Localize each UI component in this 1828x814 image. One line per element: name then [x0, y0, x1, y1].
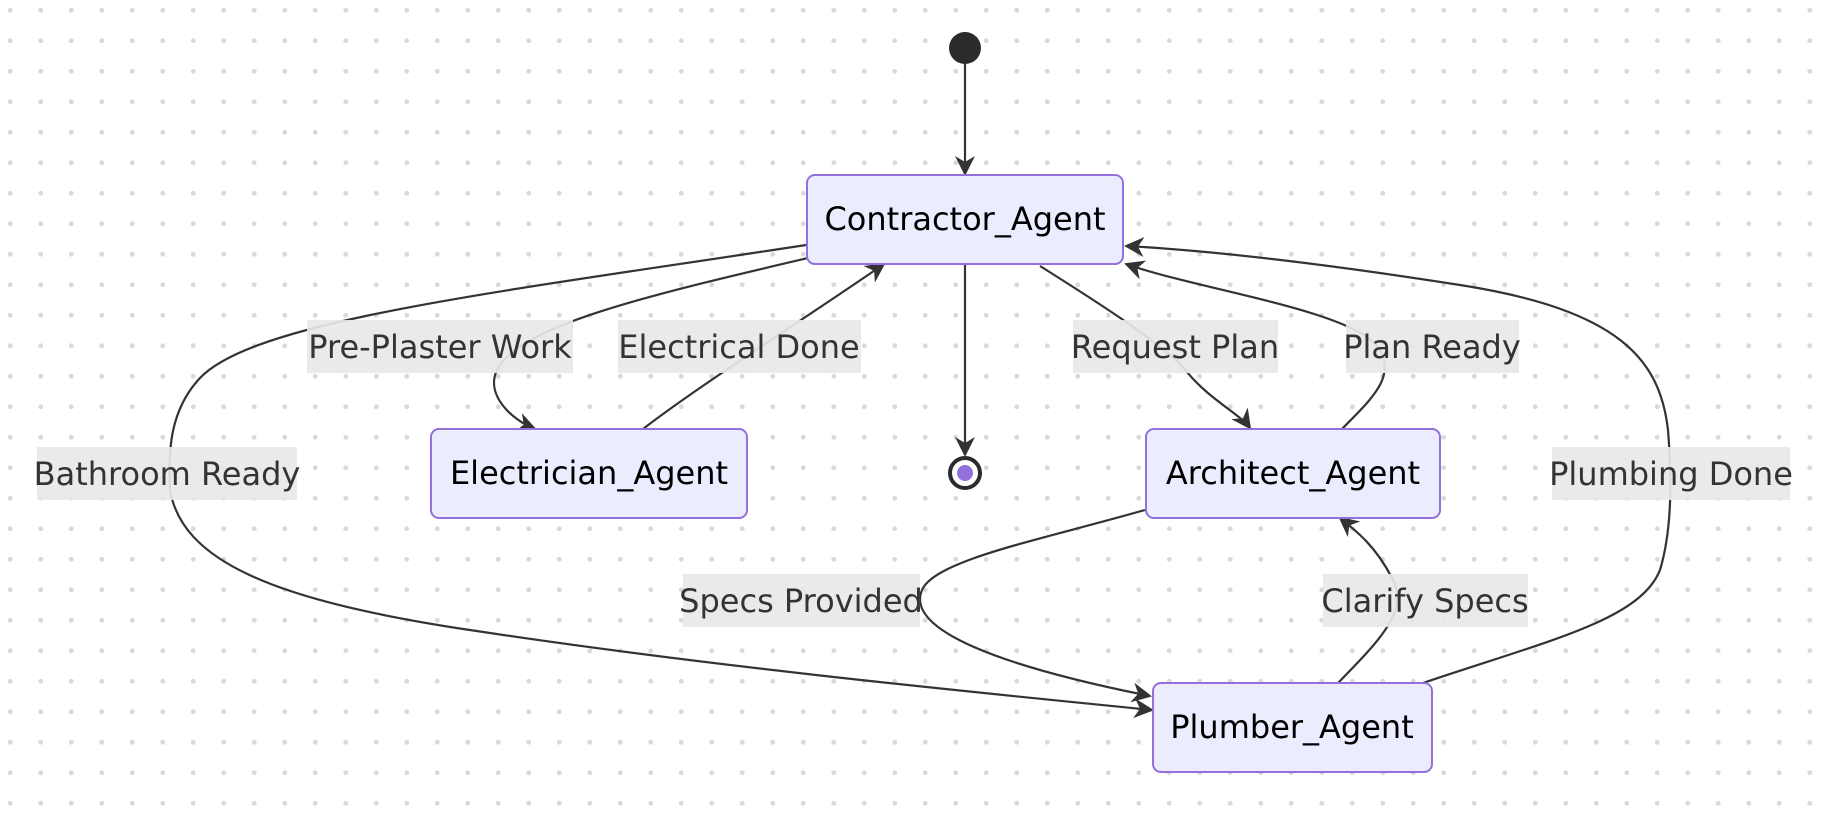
label-electrical-done-text: Electrical Done: [618, 328, 859, 366]
state-contractor-agent[interactable]: Contractor_Agent: [806, 174, 1124, 265]
state-electrician-agent-label: Electrician_Agent: [450, 454, 728, 492]
label-bathroom-ready-text: Bathroom Ready: [34, 455, 301, 493]
label-clarify-specs-text: Clarify Specs: [1321, 582, 1528, 620]
label-pre-plaster-work: Pre-Plaster Work: [307, 320, 573, 373]
label-request-plan-text: Request Plan: [1071, 328, 1279, 366]
state-architect-agent-label: Architect_Agent: [1166, 454, 1420, 492]
label-pre-plaster-work-text: Pre-Plaster Work: [308, 328, 572, 366]
label-plumbing-done-text: Plumbing Done: [1549, 455, 1793, 493]
edge-bathroom-ready: [168, 243, 1154, 719]
label-bathroom-ready: Bathroom Ready: [34, 447, 301, 500]
edge-labels: Pre-Plaster Work Electrical Done Request…: [34, 320, 1793, 627]
state-electrician-agent[interactable]: Electrician_Agent: [430, 428, 748, 519]
state-architect-agent[interactable]: Architect_Agent: [1145, 428, 1441, 519]
state-plumber-agent[interactable]: Plumber_Agent: [1152, 682, 1433, 773]
label-electrical-done: Electrical Done: [618, 320, 861, 373]
label-plan-ready: Plan Ready: [1343, 320, 1521, 373]
state-plumber-agent-label: Plumber_Agent: [1170, 708, 1414, 746]
edge-specs-provided: [919, 508, 1152, 703]
label-request-plan: Request Plan: [1071, 320, 1279, 373]
edge-plumbing-done: [1124, 236, 1672, 685]
label-specs-provided-text: Specs Provided: [679, 582, 923, 620]
state-contractor-agent-label: Contractor_Agent: [824, 200, 1105, 238]
label-plumbing-done: Plumbing Done: [1549, 447, 1793, 500]
label-plan-ready-text: Plan Ready: [1343, 328, 1521, 366]
label-specs-provided: Specs Provided: [679, 574, 923, 627]
end-node: [948, 456, 982, 490]
start-node: [949, 32, 981, 64]
label-clarify-specs: Clarify Specs: [1321, 574, 1529, 627]
